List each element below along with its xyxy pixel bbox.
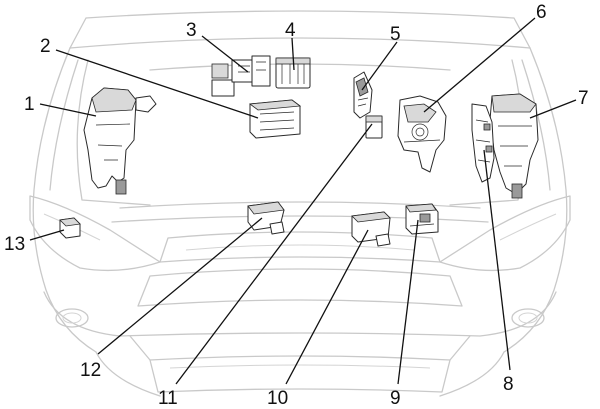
module-9 — [405, 203, 439, 235]
callout-1: 1 — [24, 94, 35, 115]
leader-11 — [175, 123, 373, 385]
callout-5: 5 — [390, 24, 401, 45]
callout-11: 11 — [158, 388, 178, 409]
leader-1 — [39, 103, 97, 117]
callout-3: 3 — [186, 20, 197, 41]
leader-8 — [483, 149, 511, 371]
car-outline — [29, 10, 571, 397]
leader-10 — [285, 229, 369, 385]
leader-7 — [529, 99, 577, 119]
ecu-module — [248, 99, 302, 139]
leader-4 — [291, 37, 295, 71]
leader-13 — [29, 229, 65, 241]
callout-numbers: 1 2 3 4 5 6 7 8 9 10 11 12 13 — [4, 2, 589, 409]
module-10 — [351, 211, 391, 247]
relay-13 — [59, 217, 81, 239]
callout-12: 12 — [80, 360, 101, 381]
callout-9: 9 — [390, 388, 401, 409]
leader-2 — [55, 49, 259, 119]
callout-13: 13 — [4, 234, 25, 255]
fuse-box-right — [489, 93, 539, 199]
callout-7: 7 — [578, 88, 589, 109]
callout-8: 8 — [503, 374, 514, 395]
callout-2: 2 — [40, 36, 51, 57]
component-6 — [397, 95, 447, 173]
relay-11 — [365, 115, 383, 139]
fuse-box-left — [83, 87, 157, 195]
callout-4: 4 — [285, 20, 296, 41]
callout-6: 6 — [536, 2, 547, 23]
leader-5 — [361, 41, 398, 91]
component-8 — [471, 103, 495, 183]
module-12 — [247, 201, 285, 235]
callout-10: 10 — [267, 388, 288, 409]
leader-9 — [397, 219, 419, 385]
leader-3 — [201, 35, 249, 73]
leader-6 — [423, 17, 536, 113]
leader-12 — [97, 217, 263, 355]
relay-block — [211, 55, 271, 97]
leader-lines — [29, 17, 577, 385]
